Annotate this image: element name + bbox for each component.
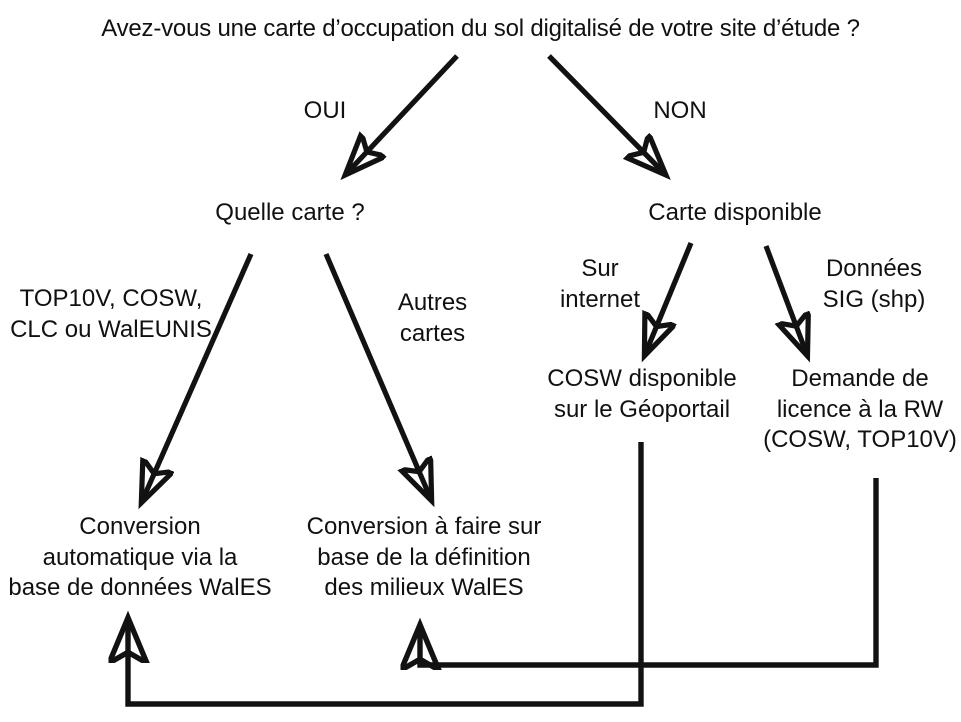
edge-label-top10v-cosw-clc-waleunis: TOP10V, COSW, CLC ou WalEUNIS <box>10 285 212 343</box>
node-map-available: Carte disponible <box>648 199 822 226</box>
node-manual-conversion: Conversion à faire sur base de la défini… <box>306 513 542 602</box>
node-licence-rw: Demande de licence à la RW (COSW, TOP10V… <box>763 365 957 454</box>
edge-label-autres-cartes: Autres cartes <box>397 289 468 347</box>
node-which-map: Quelle carte ? <box>215 199 365 226</box>
edge-label-sur-internet: Sur internet <box>559 255 641 313</box>
edge-label-donnees-sig-shp: Données SIG (shp) <box>822 255 926 313</box>
edge-label-oui: OUI <box>303 97 347 124</box>
node-cosw-geoportail: COSW disponible sur le Géoportail <box>547 365 737 423</box>
node-auto-conversion: Conversion automatique via la base de do… <box>8 513 272 602</box>
root-question-text: Avez-vous une carte d’occupation du sol … <box>101 15 860 42</box>
edge-label-non: NON <box>653 97 707 124</box>
